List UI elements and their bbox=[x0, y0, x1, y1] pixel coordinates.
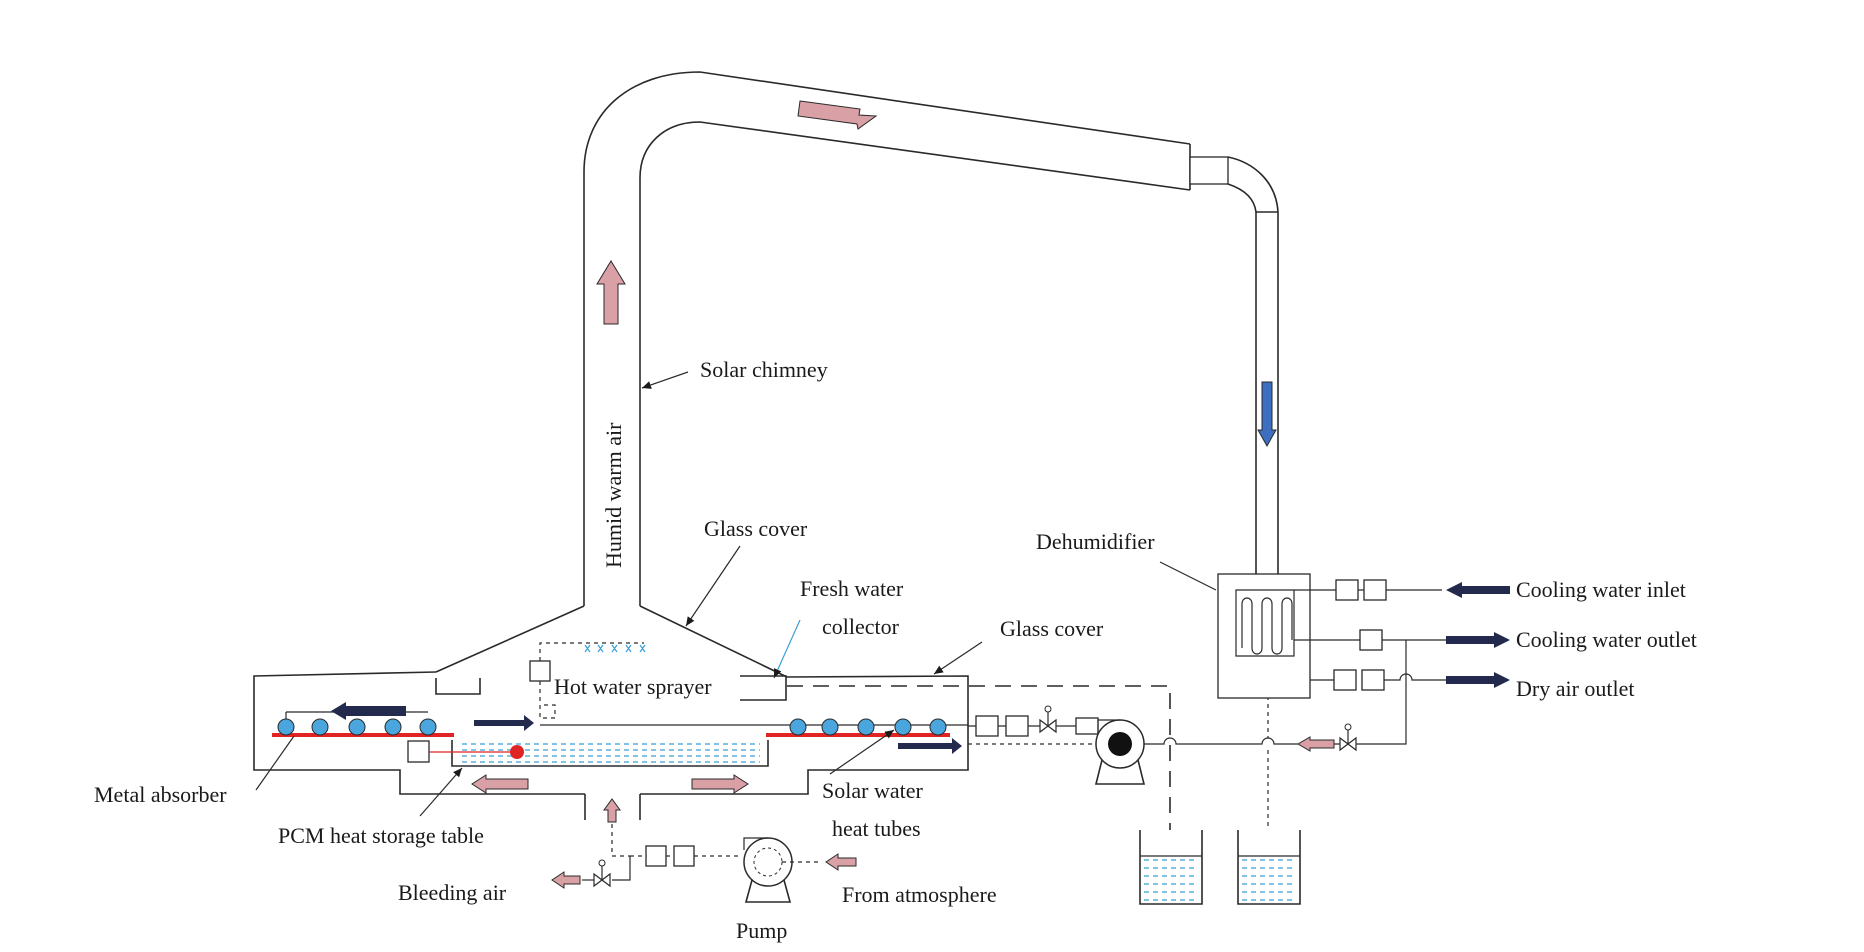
label-dehumidifier: Dehumidifier bbox=[1036, 529, 1155, 554]
warm-air-right-arrow-bottom bbox=[691, 774, 749, 794]
label-pcm-heat-storage: PCM heat storage table bbox=[278, 823, 484, 848]
cooling-water-inlet-arrow bbox=[1446, 582, 1510, 598]
cooling-outlet-valve bbox=[1359, 629, 1446, 651]
label-solar-chimney: Solar chimney bbox=[700, 357, 828, 382]
label-glass-cover-top: Glass cover bbox=[704, 516, 808, 541]
pcm-water bbox=[462, 743, 760, 763]
label-solar-tubes-line1: Solar water bbox=[822, 778, 923, 803]
label-fresh-water-line1: Fresh water bbox=[800, 576, 904, 601]
leader-lines bbox=[255, 371, 1217, 817]
fresh-water-tank-2 bbox=[1237, 830, 1301, 905]
return-line bbox=[1144, 737, 1298, 745]
bleeding-air-arrow bbox=[551, 871, 581, 889]
label-cooling-water-inlet: Cooling water inlet bbox=[1516, 577, 1686, 602]
fresh-water-pipe bbox=[787, 685, 1171, 830]
fresh-water-tank-1 bbox=[1139, 830, 1203, 905]
label-from-atmosphere: From atmosphere bbox=[842, 882, 997, 907]
label-hot-water-sprayer: Hot water sprayer bbox=[554, 674, 712, 699]
label-solar-tubes-line2: heat tubes bbox=[832, 816, 921, 841]
dry-air-outlet-arrow bbox=[1446, 672, 1510, 688]
label-bleeding-air: Bleeding air bbox=[398, 880, 507, 905]
hot-water-sprayer bbox=[529, 642, 646, 719]
label-humid-warm-air: Humid warm air bbox=[601, 422, 626, 568]
dry-air-valves bbox=[1333, 669, 1446, 691]
solar-chimney bbox=[435, 71, 1279, 678]
label-dry-air-outlet: Dry air outlet bbox=[1516, 676, 1635, 701]
chimney-connector bbox=[1189, 156, 1229, 185]
cooling-water-outlet-arrow bbox=[1446, 632, 1510, 648]
heat-tubes-right bbox=[789, 718, 947, 736]
circulation-pump bbox=[1094, 719, 1146, 785]
temperature-sensor-dot bbox=[510, 745, 524, 759]
hot-water-valves bbox=[968, 705, 1099, 737]
dehumidifier-unit bbox=[1217, 573, 1360, 699]
bypass-arrow bbox=[1297, 736, 1335, 752]
air-inlet-system bbox=[611, 824, 740, 881]
warm-air-right-arrow bbox=[797, 100, 878, 130]
label-pump: Pump bbox=[736, 918, 787, 943]
flow-right-arrow-mid bbox=[474, 715, 534, 731]
air-pump bbox=[743, 837, 820, 903]
bypass-valve bbox=[1334, 723, 1364, 752]
heat-tubes-left bbox=[277, 718, 437, 736]
warm-air-left-arrow bbox=[471, 774, 529, 794]
warm-air-up-arrow bbox=[596, 260, 626, 325]
label-glass-cover-right: Glass cover bbox=[1000, 616, 1104, 641]
bleed-valve bbox=[582, 859, 611, 888]
flow-left-arrow-top bbox=[331, 702, 406, 720]
label-fresh-water-line2: collector bbox=[822, 614, 900, 639]
cooling-inlet-valves bbox=[1335, 579, 1442, 601]
from-atmosphere-arrow bbox=[825, 853, 857, 871]
temperature-sensor-box bbox=[407, 740, 430, 763]
bypass-line bbox=[1364, 640, 1407, 745]
flow-right-arrow-pcm bbox=[898, 738, 962, 754]
inlet-up-arrow bbox=[603, 798, 621, 823]
cool-air-down-arrow bbox=[1257, 381, 1277, 448]
label-cooling-water-outlet: Cooling water outlet bbox=[1516, 627, 1697, 652]
label-metal-absorber: Metal absorber bbox=[94, 782, 227, 807]
